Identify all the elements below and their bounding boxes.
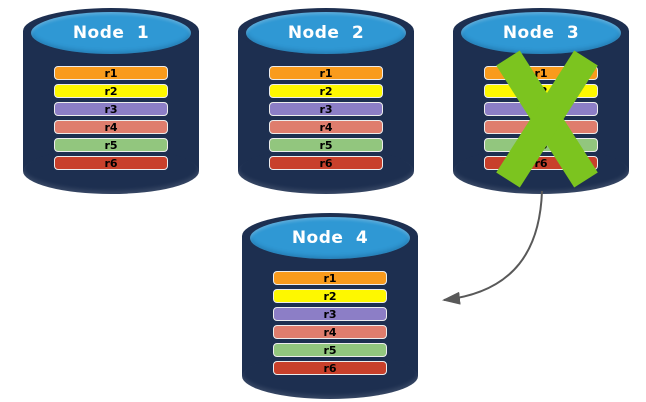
- row-r1: r1: [269, 66, 383, 80]
- row-r6-label: r6: [319, 156, 333, 170]
- row-r4: r4: [269, 120, 383, 134]
- row-r4-label: r4: [104, 120, 118, 134]
- row-r5-label: r5: [104, 138, 118, 152]
- row-r1-label: r1: [319, 66, 333, 80]
- node-2-cylinder: Node 2 r1 r2 r3 r4 r5 r6: [238, 8, 414, 194]
- row-r2-label: r2: [319, 84, 333, 98]
- cylinder-bottom-rim: [238, 148, 414, 194]
- row-r6-label: r6: [534, 156, 548, 170]
- row-r6: r6: [269, 156, 383, 170]
- node-3-cylinder: Node 3 r1 r2 r3 r4 r5 r6: [453, 8, 629, 194]
- row-r4-label: r4: [323, 325, 337, 339]
- node-2-label: Node 2: [287, 23, 365, 43]
- row-r6-label: r6: [104, 156, 118, 170]
- row-r6: r6: [54, 156, 168, 170]
- row-r1-label: r1: [534, 66, 548, 80]
- row-r3: r3: [273, 307, 387, 321]
- row-r3-label: r3: [323, 307, 337, 321]
- row-r3: r3: [54, 102, 168, 116]
- row-r5: r5: [273, 343, 387, 357]
- row-r5: r5: [269, 138, 383, 152]
- failure-x-icon: [496, 50, 598, 188]
- row-r4-label: r4: [319, 120, 333, 134]
- node-3-label: Node 3: [502, 23, 580, 43]
- node-4-label: Node 4: [291, 228, 369, 248]
- cylinder-bottom-rim: [453, 148, 629, 194]
- node-4-cylinder: Node 4 r1 r2 r3 r4 r5 r6: [242, 213, 418, 399]
- row-r3-label: r3: [104, 102, 118, 116]
- row-r1: r1: [54, 66, 168, 80]
- cylinder-bottom-rim: [23, 148, 199, 194]
- row-r1: r1: [273, 271, 387, 285]
- row-r3: r3: [269, 102, 383, 116]
- row-r5-label: r5: [319, 138, 333, 152]
- node-2-rows: r1 r2 r3 r4 r5 r6: [269, 66, 383, 174]
- cylinder-bottom-rim: [242, 353, 418, 399]
- row-r2-label: r2: [104, 84, 118, 98]
- node-4-top-ellipse: Node 4: [250, 217, 410, 259]
- node-2-top-ellipse: Node 2: [246, 12, 406, 54]
- row-r2: r2: [54, 84, 168, 98]
- node-1-label: Node 1: [72, 23, 150, 43]
- row-r4: r4: [54, 120, 168, 134]
- node-1-cylinder: Node 1 r1 r2 r3 r4 r5 r6: [23, 8, 199, 194]
- node-3-top-ellipse: Node 3: [461, 12, 621, 54]
- row-r5-label: r5: [323, 343, 337, 357]
- row-r6: r6: [273, 361, 387, 375]
- row-r5: r5: [54, 138, 168, 152]
- node-4-rows: r1 r2 r3 r4 r5 r6: [273, 271, 387, 379]
- row-r6-label: r6: [323, 361, 337, 375]
- row-r1-label: r1: [323, 271, 337, 285]
- row-r3-label: r3: [319, 102, 333, 116]
- row-r2-label: r2: [323, 289, 337, 303]
- row-r2: r2: [273, 289, 387, 303]
- row-r2: r2: [269, 84, 383, 98]
- row-r1-label: r1: [104, 66, 118, 80]
- node-1-rows: r1 r2 r3 r4 r5 r6: [54, 66, 168, 174]
- node-1-top-ellipse: Node 1: [31, 12, 191, 54]
- arrow-curve: [442, 190, 543, 305]
- row-r4: r4: [273, 325, 387, 339]
